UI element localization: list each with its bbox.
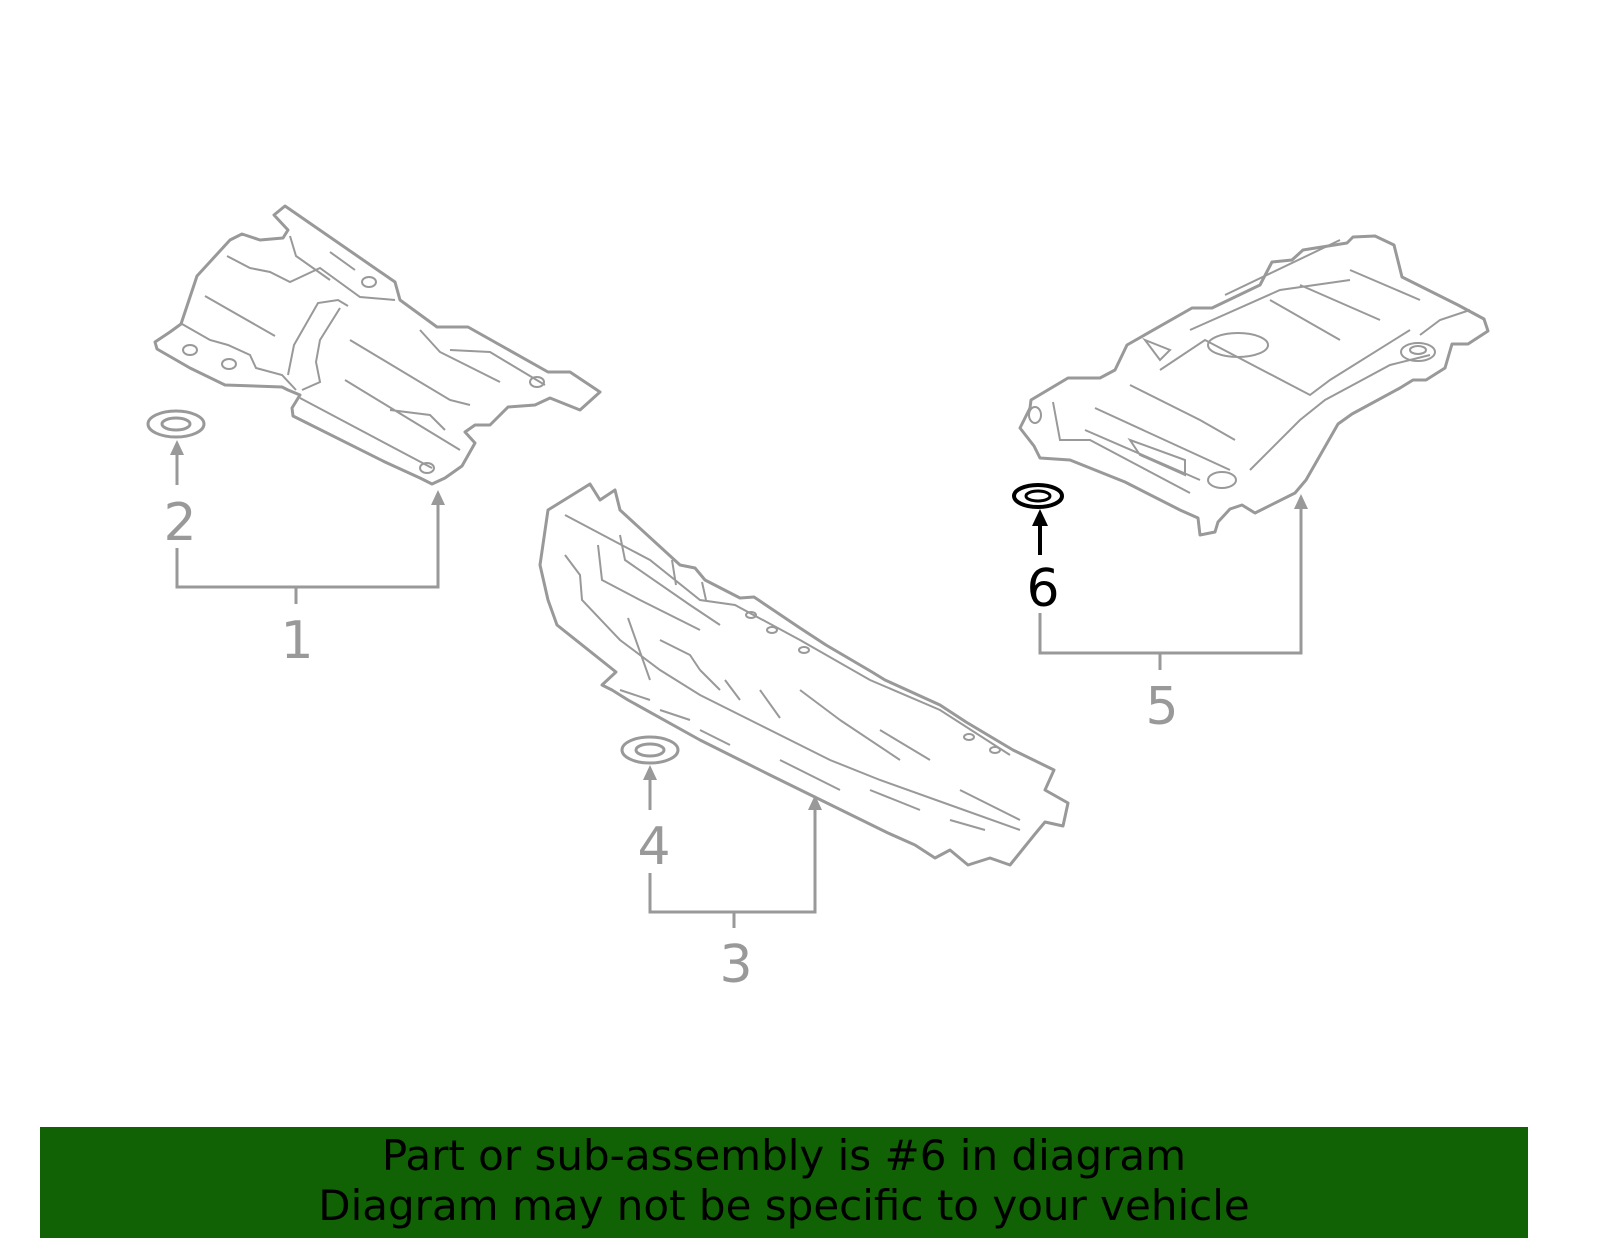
leader-lines <box>170 440 1308 928</box>
part-6-clip[interactable] <box>1012 483 1064 509</box>
callout-6-selected[interactable]: 6 <box>1026 559 1059 619</box>
banner-line-1: Part or sub-assembly is #6 in diagram <box>381 1131 1187 1180</box>
part-5-heat-shield[interactable] <box>1018 234 1490 537</box>
banner-line-2: Diagram may not be specific to your vehi… <box>318 1181 1250 1230</box>
callout-2[interactable]: 2 <box>163 493 196 553</box>
part-2-clip[interactable] <box>146 409 206 439</box>
callout-4[interactable]: 4 <box>637 817 670 877</box>
part-1-heat-shield[interactable] <box>153 204 602 486</box>
callout-5[interactable]: 5 <box>1145 677 1178 737</box>
part-4-clip[interactable] <box>620 735 680 765</box>
part-3-heat-shield[interactable] <box>538 482 1070 867</box>
callout-1[interactable]: 1 <box>280 611 313 671</box>
callout-3[interactable]: 3 <box>719 935 752 995</box>
info-banner: Part or sub-assembly is #6 in diagram Di… <box>40 1127 1528 1238</box>
